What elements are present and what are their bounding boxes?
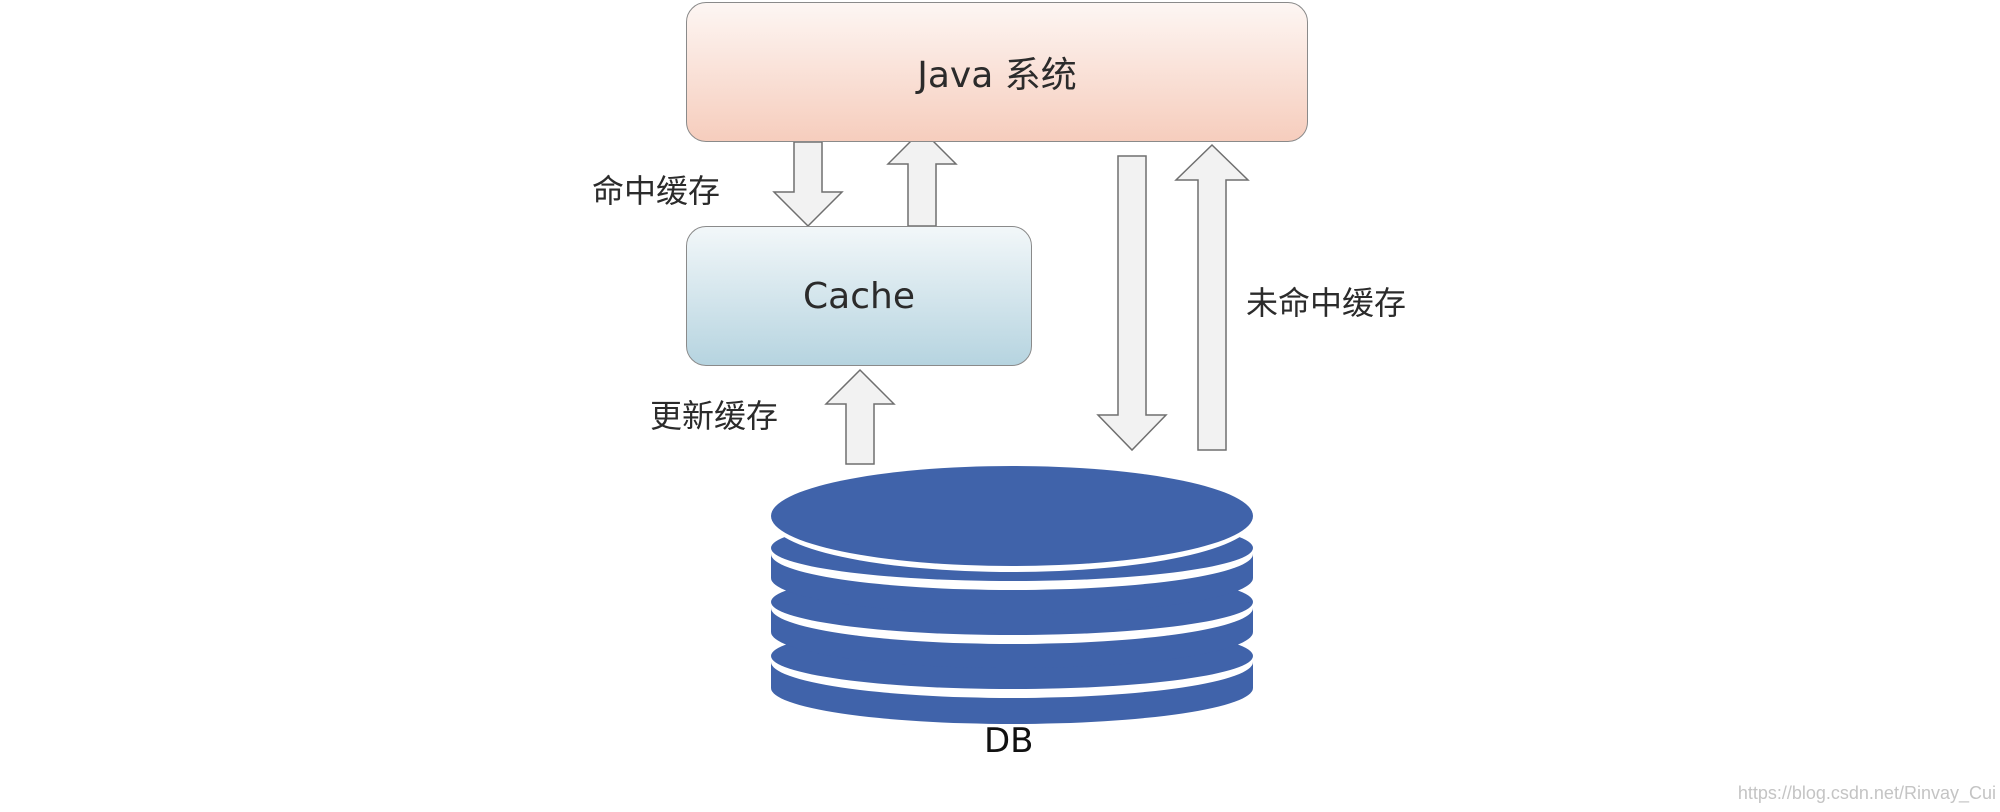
db-to-java-up-arrow xyxy=(1174,143,1250,451)
java-to-db-down-arrow xyxy=(1096,155,1168,452)
cache-node: Cache xyxy=(686,226,1032,366)
cache-hit-label: 命中缓存 xyxy=(592,172,721,210)
db-to-cache-up-arrow xyxy=(824,368,896,465)
update-cache-label: 更新缓存 xyxy=(650,397,779,435)
db-label: DB xyxy=(984,721,1034,761)
java-to-cache-down-arrow xyxy=(772,141,844,228)
java-system-label: Java 系统 xyxy=(917,55,1077,96)
cache-miss-label: 未命中缓存 xyxy=(1246,284,1407,322)
cache-to-java-up-arrow xyxy=(886,128,958,227)
cache-label: Cache xyxy=(803,275,915,317)
database-cylinder-icon xyxy=(771,466,1253,724)
watermark: https://blog.csdn.net/Rinvay_Cui xyxy=(1737,783,1996,803)
java-system-node: Java 系统 xyxy=(686,2,1308,142)
db-top-disk xyxy=(771,466,1253,566)
